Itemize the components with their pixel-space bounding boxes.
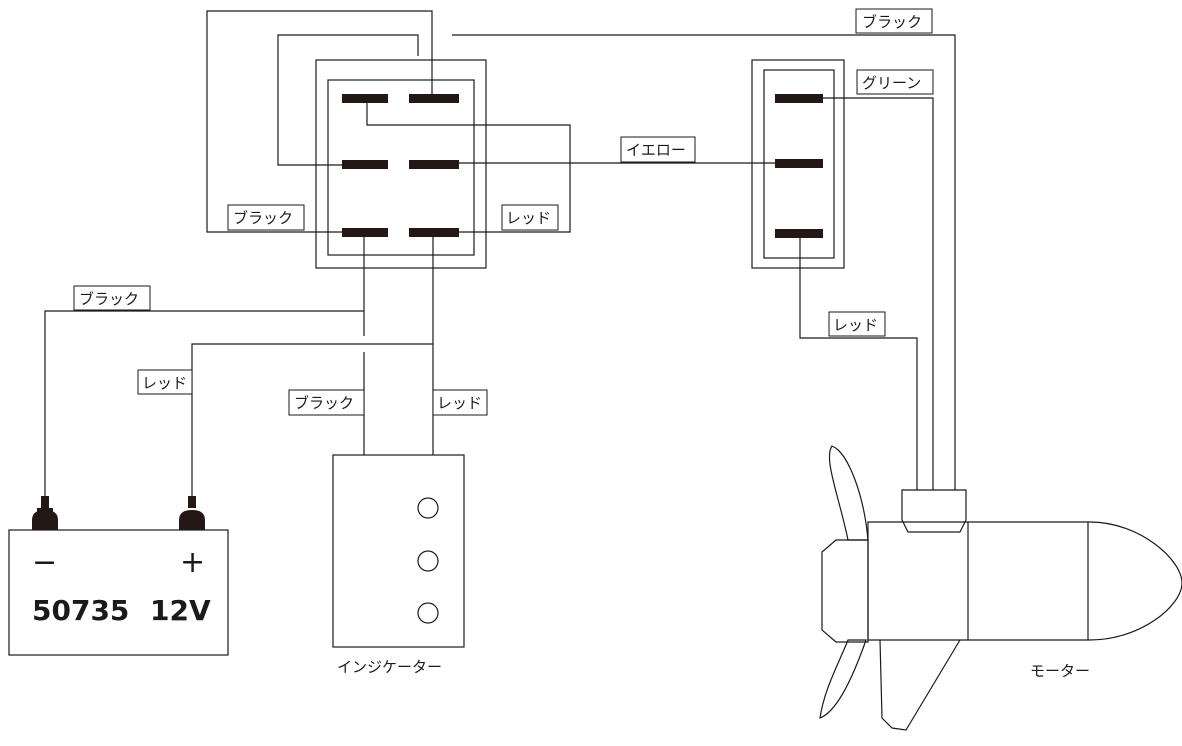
label-black-top-right-text: ブラック [862, 13, 922, 31]
wire-red-to-motor [799, 236, 918, 490]
motor-caption: モーター [1030, 662, 1090, 680]
label-black-battery: ブラック [73, 285, 151, 311]
right-switch-pin-bottom [775, 229, 823, 238]
indicator-caption: インジケーター [337, 658, 442, 676]
main-switch [315, 59, 487, 269]
battery-voltage: 12V [150, 594, 211, 627]
wire-battery-black [44, 310, 364, 500]
label-green-text: グリーン [862, 74, 921, 92]
label-black-indicator: ブラック [288, 389, 365, 416]
motor-propeller-blade-bottom [819, 639, 867, 719]
switch-pin-top-right [409, 94, 459, 103]
label-yellow-text: イエロー [626, 141, 686, 159]
label-red-battery-text: レッド [142, 374, 187, 392]
motor-hub [821, 539, 869, 643]
wire-black-to-motor [452, 34, 956, 490]
wire-top-left-crossover [366, 100, 571, 233]
wire-battery-red [191, 343, 433, 500]
right-switch [751, 59, 845, 269]
main-switch-outer [315, 59, 487, 269]
motor-fin [879, 639, 961, 731]
motor-body [867, 521, 1182, 641]
battery-terminal-plus [179, 496, 205, 530]
indicator: インジケーター [332, 454, 465, 676]
switch-pin-top-left [342, 94, 388, 103]
main-switch-inner [327, 79, 475, 256]
label-black-switch-left: ブラック [227, 204, 305, 231]
indicator-light-2 [417, 550, 439, 572]
right-switch-inner [763, 69, 835, 259]
label-red-switch-right: レッド [501, 204, 559, 231]
label-black-switch-left-text: ブラック [233, 209, 293, 227]
label-black-battery-text: ブラック [79, 290, 139, 308]
indicator-light-1 [417, 497, 439, 519]
wire-middle-left-loop [277, 34, 419, 166]
motor-propeller-blade-top [828, 445, 869, 541]
battery-model: 50735 [32, 594, 129, 627]
wires [44, 10, 956, 500]
motor: モーター [819, 445, 1182, 731]
switch-pin-bottom-left [342, 228, 388, 237]
right-switch-outer [751, 59, 845, 269]
label-red-switch-right-text: レッド [506, 209, 551, 227]
switch-pin-middle-left [342, 160, 388, 169]
battery-plus-symbol: + [180, 545, 205, 580]
right-switch-pin-top [775, 94, 823, 103]
wire-labels: ブラック グリーン イエロー ブラック レッド ブラック レッド ブラック [73, 8, 934, 416]
label-red-indicator-text: レッド [437, 394, 482, 412]
label-red-motor-text: レッド [833, 316, 878, 334]
battery-minus-symbol: − [32, 545, 57, 580]
label-green: グリーン [856, 69, 934, 95]
label-black-top-right: ブラック [855, 8, 933, 34]
label-red-battery: レッド [137, 369, 193, 395]
label-yellow: イエロー [620, 136, 696, 163]
wire-green-to-motor [820, 97, 934, 490]
wire-black-outer-loop [206, 10, 433, 233]
indicator-body [332, 454, 465, 648]
battery: − + 50735 12V [8, 496, 229, 656]
label-red-indicator: レッド [432, 389, 488, 416]
motor-cable-housing [901, 489, 967, 533]
right-switch-pin-middle [775, 159, 823, 168]
battery-terminal-minus [32, 496, 58, 530]
label-black-indicator-text: ブラック [294, 394, 354, 412]
switch-pin-bottom-right [409, 228, 459, 237]
label-red-motor: レッド [828, 311, 886, 337]
battery-body [8, 529, 229, 656]
indicator-light-3 [417, 602, 439, 624]
switch-pin-middle-right [409, 160, 459, 169]
